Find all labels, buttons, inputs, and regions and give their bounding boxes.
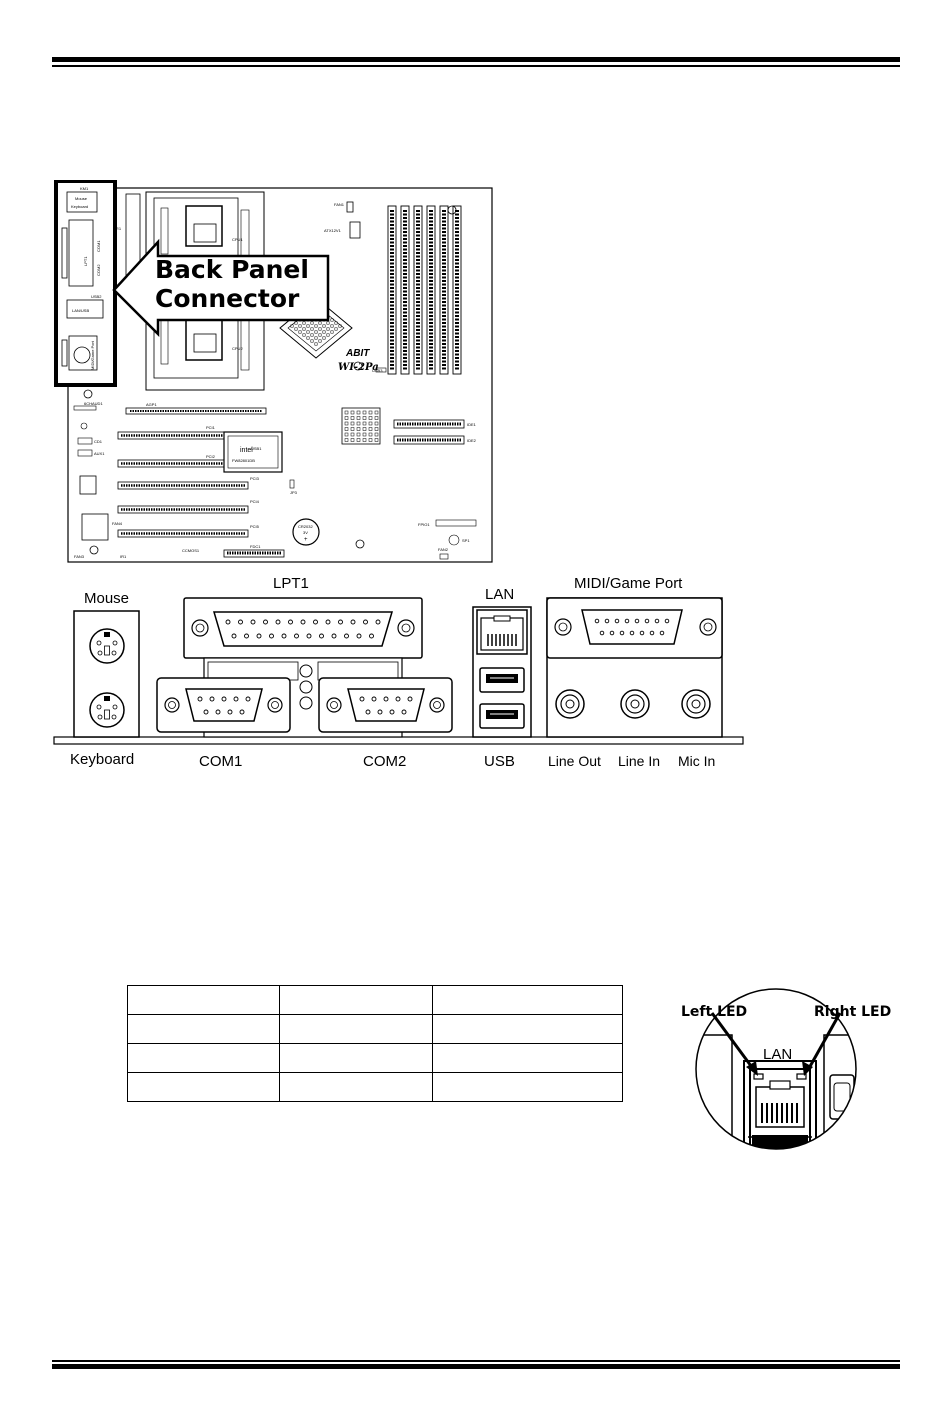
line-out-label: Line Out <box>548 753 601 769</box>
mouse-port-label: Mouse <box>84 590 130 607</box>
midi-game-port-label: MIDI/Game Port <box>574 575 683 592</box>
usb-port-label: USB <box>484 753 515 770</box>
lpt1-port-label: LPT1 <box>273 575 309 592</box>
battery-label: CR2032 <box>298 524 313 529</box>
pci5-label: PCI5 <box>250 524 260 529</box>
model-name: WI-2Pa <box>338 362 379 373</box>
mini-com1-label: COM1 <box>96 240 101 252</box>
io-chip <box>341 407 381 445</box>
mini-com2-label: COM2 <box>96 264 101 276</box>
abit-logo: ABIT <box>345 348 370 359</box>
fan2-label: FAN2 <box>438 547 449 552</box>
table-row <box>127 1014 623 1044</box>
back-panel-connector-callout: Back Panel Connector <box>155 255 323 313</box>
callout-line2: Connector <box>155 284 300 313</box>
motherboard-layout-figure: CPU1 CPU2 ATXPWR1 FAN1 ATX12V1 ABIT <box>54 180 494 570</box>
battery-voltage: 3V <box>303 530 308 535</box>
bottom-rule-thick <box>52 1364 900 1369</box>
fan1-label: FAN1 <box>334 202 345 207</box>
cmos-label: CCMOS1 <box>182 548 200 553</box>
cpu1-label: CPU1 <box>232 237 243 242</box>
back-panel-diagram <box>53 597 744 745</box>
ide1-label: IDE1 <box>467 422 477 427</box>
right-led-label: Right LED <box>814 1004 892 1020</box>
mini-lpt1-label: LPT1 <box>83 256 88 266</box>
fpio-label: FPIO1 <box>418 522 430 527</box>
lan-zoom-diagram <box>695 988 857 1150</box>
motherboard-diagram: CPU1 CPU2 ATXPWR1 FAN1 ATX12V1 ABIT <box>54 180 493 563</box>
ide2-label: IDE2 <box>467 438 477 443</box>
back-panel-mini-connectors <box>61 191 104 371</box>
top-rule-thin <box>52 65 900 67</box>
fan4-label: FAN4 <box>112 521 123 526</box>
fan3-label: FAN3 <box>74 554 85 559</box>
pci3-label: PCI3 <box>250 476 260 481</box>
fdc-label: FDC1 <box>250 544 261 549</box>
memory-slots <box>387 205 462 375</box>
lan-led-table <box>127 985 623 1102</box>
mini-usb2-label: USB2 <box>91 294 102 299</box>
pci1-label: PCI1 <box>206 425 216 430</box>
table-row <box>127 1043 623 1073</box>
usb1-label: USB1 <box>251 446 262 451</box>
aux1-label: AUX1 <box>94 451 105 456</box>
mini-mouse-label: Mouse <box>75 196 88 201</box>
speaker-label: SP1 <box>462 538 470 543</box>
atx12v-label: ATX12V1 <box>324 228 342 233</box>
pci4-label: PCI4 <box>250 499 260 504</box>
com1-port-label: COM1 <box>199 753 243 770</box>
mini-lanusb-label: LAN/USB <box>72 308 89 313</box>
spdif-label: 6CHAUD1 <box>84 401 103 406</box>
com2-port-label: COM2 <box>363 753 407 770</box>
table-row <box>127 1072 623 1102</box>
callout-line1: Back Panel <box>155 255 309 284</box>
pci2-label: PCI2 <box>206 454 216 459</box>
lan-led-zoom-figure: Left LED Right LED LAN <box>672 975 902 1150</box>
chipset-model: FW82801DB <box>232 458 255 463</box>
lan-port-label: LAN <box>485 586 515 603</box>
callout-arrow <box>112 238 330 338</box>
left-led-label: Left LED <box>681 1004 748 1020</box>
usb3-label: USB3 <box>372 368 383 373</box>
table-row <box>127 985 623 1015</box>
cd1-label: CD1 <box>94 439 103 444</box>
lan-zoom-label: LAN <box>763 1046 793 1063</box>
line-in-label: Line In <box>618 753 661 769</box>
bottom-rule-thin <box>52 1360 900 1362</box>
jp3-label: JP3 <box>290 490 298 495</box>
keyboard-port-label: Keyboard <box>70 751 135 768</box>
chipset-brand: intel <box>240 447 253 454</box>
mic-in-label: Mic In <box>678 753 716 769</box>
back-panel-figure: Mouse Keyboard LPT1 COM1 COM2 LAN USB MI… <box>52 570 752 780</box>
top-rule-thick <box>52 57 900 62</box>
agp-label: AGP1 <box>146 402 157 407</box>
cpu2-label: CPU2 <box>232 346 243 351</box>
mini-keyboard-label: Keyboard <box>71 204 88 209</box>
mini-midi-label: MIDI/Game Port <box>90 340 95 370</box>
km1-label: KM1 <box>80 186 89 191</box>
ir-label: IR1 <box>120 554 127 559</box>
battery-plus: + <box>304 537 308 543</box>
